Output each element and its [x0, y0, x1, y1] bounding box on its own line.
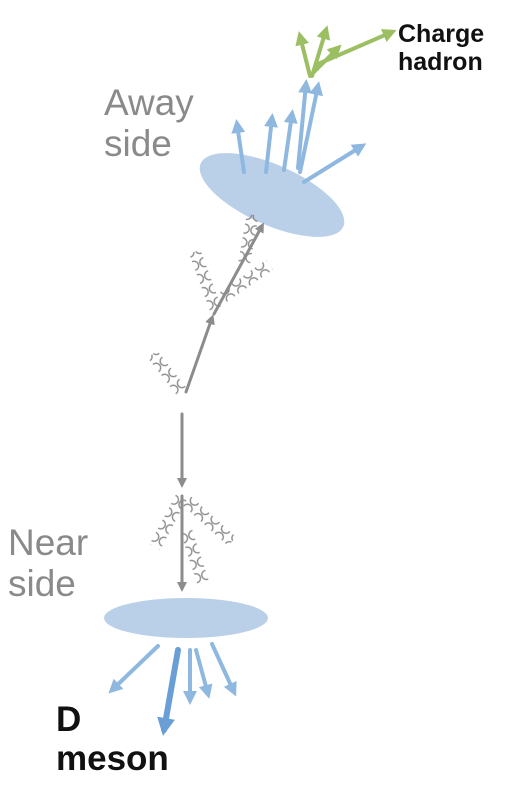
d-meson-label-text: D meson: [56, 700, 169, 778]
charge-hadron-arrows: [300, 30, 392, 76]
away-side-blob: [189, 136, 356, 254]
d-meson-label: D meson: [56, 700, 169, 778]
away-side-label: Away side: [104, 82, 194, 165]
away-side-label-text: Away side: [104, 82, 194, 164]
near-side-label: Near side: [8, 522, 88, 605]
near-side-gluons: [149, 493, 236, 585]
charge-hadron-label-text: Charge hadron: [398, 20, 484, 76]
charge-hadron-label: Charge hadron: [398, 20, 484, 76]
near-side-blob: [104, 598, 268, 638]
near-side-label-text: Near side: [8, 522, 88, 604]
